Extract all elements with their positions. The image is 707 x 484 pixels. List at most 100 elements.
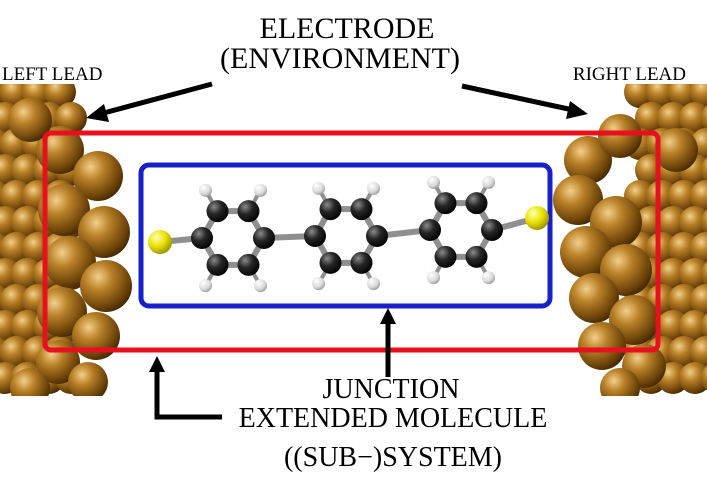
hydrogen-atom bbox=[199, 183, 212, 197]
gold-atom bbox=[646, 232, 678, 264]
hydrogen-atom bbox=[367, 277, 380, 291]
gold-atom bbox=[560, 226, 612, 278]
extended-molecule-box bbox=[42, 130, 661, 353]
carbon-atom bbox=[434, 192, 457, 215]
biphenyl-dithiol-molecule bbox=[148, 175, 549, 293]
hydrogen-atom bbox=[482, 271, 495, 285]
gold-atom bbox=[68, 362, 108, 396]
gold-atom bbox=[37, 287, 87, 337]
gold-atom bbox=[11, 206, 43, 238]
arrow-to-junction bbox=[380, 308, 396, 377]
hydrogen-atom bbox=[254, 183, 267, 197]
gold-atom bbox=[668, 180, 700, 212]
carbon-atom bbox=[253, 227, 275, 249]
gold-atom bbox=[679, 206, 707, 238]
gold-atom bbox=[44, 84, 76, 108]
carbon-atom bbox=[465, 192, 488, 215]
gold-atom bbox=[564, 136, 612, 184]
gold-atom bbox=[646, 180, 678, 212]
gold-atom bbox=[600, 368, 640, 396]
hydrogen-atom bbox=[199, 279, 212, 293]
gold-atom bbox=[635, 102, 667, 134]
gold-atom bbox=[668, 284, 700, 316]
gold-atom bbox=[657, 258, 689, 290]
carbon-atom bbox=[237, 200, 260, 223]
hydrogen-atom bbox=[312, 181, 325, 195]
carbon-atom bbox=[237, 253, 260, 276]
hydrogen-atom bbox=[482, 175, 495, 189]
carbon-atom bbox=[465, 245, 488, 268]
carbon-atom bbox=[206, 253, 229, 276]
carbon-atom bbox=[366, 225, 388, 247]
gold-atom bbox=[690, 336, 707, 368]
gold-atom bbox=[72, 312, 120, 360]
carbon-atom bbox=[191, 227, 213, 249]
hydrogen-atom bbox=[367, 181, 380, 195]
carbon-atom bbox=[319, 198, 342, 221]
sulfur-atom-left bbox=[148, 230, 172, 254]
carbon-atom bbox=[350, 198, 373, 221]
gold-atom bbox=[10, 368, 50, 396]
subsystem-label: ((SUB−)SYSTEM) bbox=[284, 442, 502, 473]
gold-atom bbox=[668, 232, 700, 264]
hydrogen-atom bbox=[427, 271, 440, 285]
gold-atom bbox=[701, 157, 707, 183]
sulfur-atom-right bbox=[525, 206, 549, 230]
left-lead-electrode bbox=[0, 84, 132, 396]
extended-molecule-label: EXTENDED MOLECULE bbox=[239, 403, 548, 434]
gold-atom bbox=[654, 128, 698, 172]
carbon-atom bbox=[319, 251, 342, 274]
hydrogen-atom bbox=[312, 277, 325, 291]
gold-atom bbox=[0, 232, 32, 264]
gold-atom bbox=[11, 258, 43, 290]
gold-atom bbox=[0, 284, 32, 316]
hydrogen-atom bbox=[254, 279, 267, 293]
carbon-atom bbox=[419, 219, 441, 241]
gold-atom bbox=[569, 273, 619, 323]
gold-atom bbox=[73, 151, 123, 201]
junction-label: JUNCTION bbox=[323, 374, 460, 405]
gold-atom bbox=[701, 209, 707, 235]
gold-atom bbox=[11, 310, 43, 342]
gold-atom bbox=[668, 336, 700, 368]
carbon-atom bbox=[304, 225, 326, 247]
gold-atom bbox=[657, 310, 689, 342]
left-lead-label: LEFT LEAD bbox=[2, 64, 102, 85]
gold-atom bbox=[679, 102, 707, 134]
carbon-atom bbox=[206, 200, 229, 223]
electrode-label: ELECTRODE bbox=[260, 12, 435, 45]
gold-atom bbox=[11, 154, 43, 186]
arrow-to-right-lead bbox=[461, 83, 588, 119]
gold-atom bbox=[578, 322, 626, 370]
environment-label: (ENVIRONMENT) bbox=[220, 42, 460, 75]
right-lead-label: RIGHT LEAD bbox=[573, 64, 686, 85]
carbon-atom bbox=[350, 251, 373, 274]
gold-atom bbox=[701, 365, 707, 391]
gold-atom bbox=[690, 284, 707, 316]
gold-atom bbox=[553, 175, 603, 225]
hydrogen-atom bbox=[427, 175, 440, 189]
gold-atom bbox=[690, 84, 707, 108]
gold-atom bbox=[80, 260, 132, 312]
gold-atom bbox=[690, 180, 707, 212]
right-lead-electrode bbox=[553, 84, 707, 396]
gold-atom bbox=[679, 362, 707, 394]
gold-atom bbox=[0, 336, 32, 368]
gold-atom bbox=[36, 126, 84, 174]
gold-atom bbox=[55, 102, 87, 134]
gold-atom bbox=[701, 261, 707, 287]
gold-atom bbox=[679, 258, 707, 290]
gold-atom bbox=[598, 114, 642, 158]
gold-atom bbox=[78, 206, 130, 258]
arrow-to-extended-molecule bbox=[149, 356, 222, 420]
carbon-atom bbox=[481, 219, 503, 241]
gold-atom bbox=[38, 184, 90, 236]
gold-atom bbox=[690, 232, 707, 264]
gold-atom bbox=[701, 105, 707, 131]
carbon-atom bbox=[434, 245, 457, 268]
gold-atom bbox=[8, 98, 52, 142]
gold-atom bbox=[657, 206, 689, 238]
gold-atom bbox=[679, 310, 707, 342]
arrow-to-left-lead bbox=[86, 81, 213, 122]
